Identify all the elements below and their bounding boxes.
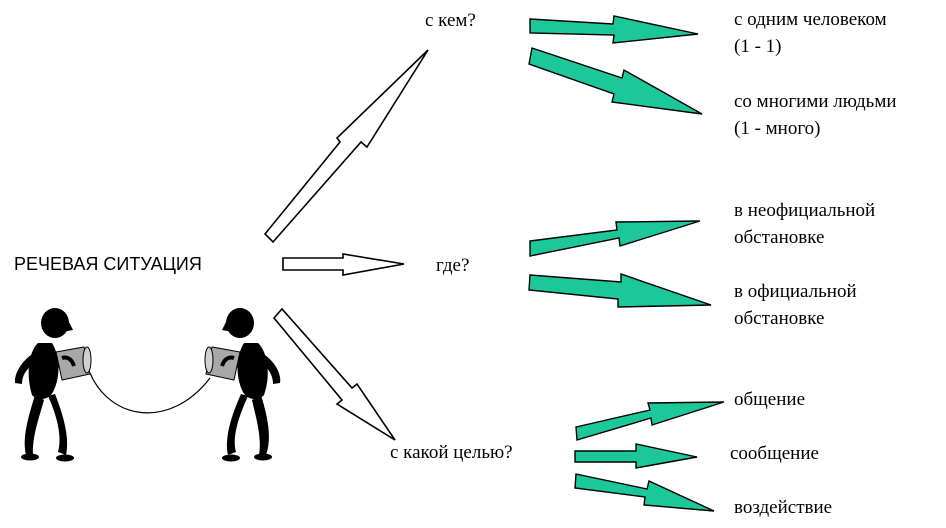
outcome-many-people-line2: (1 - много) [734, 118, 821, 139]
right-person-figure [204, 308, 281, 462]
arrow-to-many-people [528, 47, 703, 115]
tin-can-telephone-illustration [14, 308, 281, 462]
outcome-message: сообщение [730, 443, 819, 464]
question-with-whom: с кем? [425, 10, 476, 31]
left-person-figure [14, 308, 92, 462]
outcome-informal-line2: обстановке [734, 227, 825, 248]
arrow-to-purpose [272, 307, 396, 441]
arrow-to-informal [529, 220, 701, 257]
question-purpose: с какой целью? [390, 442, 513, 463]
question-where: где? [436, 255, 470, 276]
outcome-one-person-line1: с одним человеком [734, 9, 887, 30]
arrow-to-message [574, 443, 698, 469]
outcome-formal-line1: в официальной [734, 281, 857, 302]
arrow-to-where [282, 253, 405, 276]
arrow-to-communication [575, 401, 725, 441]
outcome-one-person-line2: (1 - 1) [734, 36, 782, 57]
outcome-communication: общение [734, 389, 805, 410]
root-label: РЕЧЕВАЯ СИТУАЦИЯ [14, 254, 202, 274]
arrow-to-with-whom [263, 49, 429, 244]
outcome-influence: воздействие [734, 497, 833, 518]
outcome-many-people-line1: со многими людьми [734, 91, 897, 112]
arrow-to-formal [528, 273, 712, 308]
arrow-to-one-person [529, 15, 699, 44]
arrow-to-influence [574, 473, 715, 512]
outcome-formal-line2: обстановке [734, 308, 825, 329]
outcome-informal-line1: в неофициальной [734, 200, 876, 221]
